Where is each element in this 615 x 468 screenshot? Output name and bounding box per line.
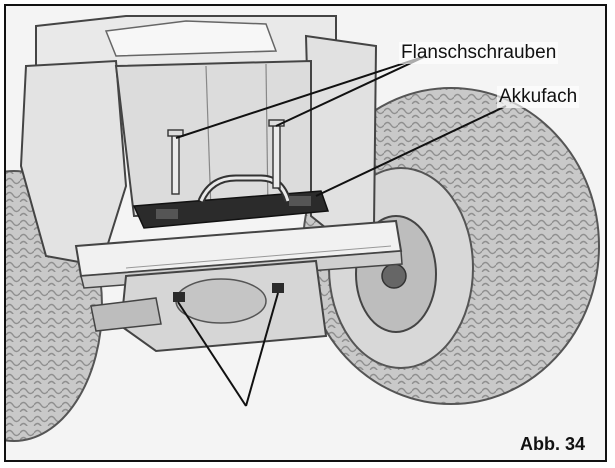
seat-and-body	[19, 15, 378, 268]
mower-rear-illustration	[6, 15, 600, 442]
flange-screws-label: Flanschschrauben	[399, 42, 559, 64]
figure-frame: Flanschschrauben Akkufach Abb. 34	[4, 4, 607, 462]
battery-compartment-label: Akkufach	[497, 86, 580, 108]
lower-nuts	[173, 283, 284, 302]
figure-number-label: Abb. 34	[520, 434, 586, 454]
flange-screws	[167, 119, 285, 195]
battery-compartment	[132, 174, 330, 229]
callout-lines	[175, 55, 507, 407]
